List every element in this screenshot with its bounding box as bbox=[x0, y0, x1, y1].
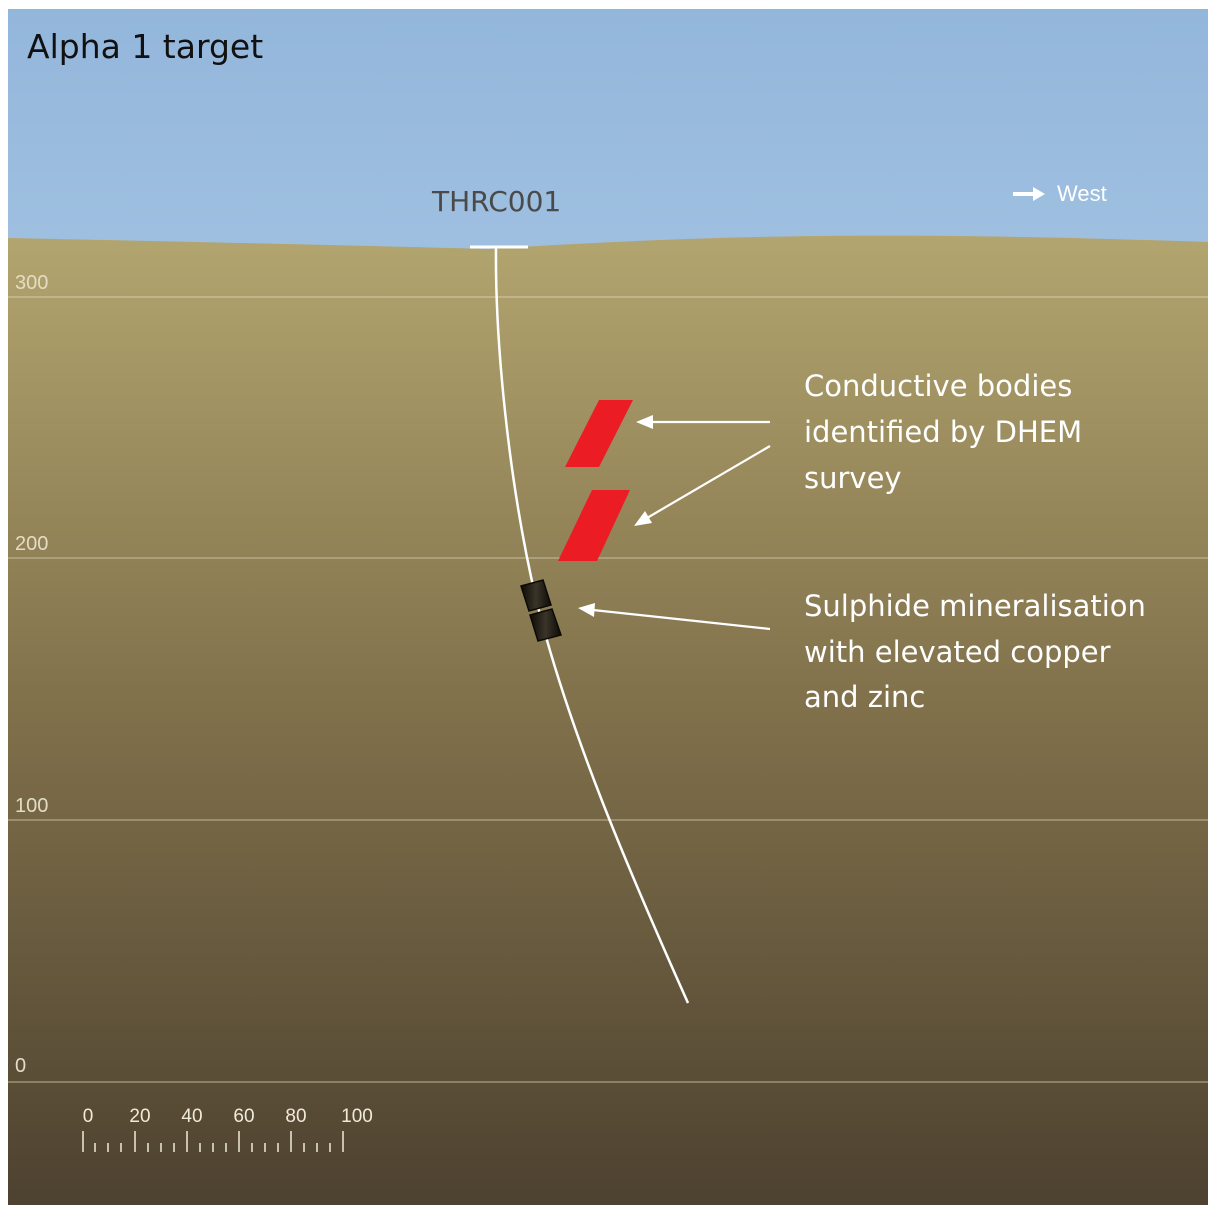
right-arrow-icon bbox=[1013, 187, 1045, 201]
depth-label-200: 200 bbox=[15, 533, 48, 555]
direction-indicator: West bbox=[1013, 181, 1107, 206]
cross-section-diagram: Alpha 1 target THRC001 West 300 200 100 … bbox=[8, 9, 1208, 1205]
scale-ticks bbox=[82, 1131, 344, 1152]
depth-label-100: 100 bbox=[15, 795, 48, 817]
depth-label-0: 0 bbox=[15, 1055, 26, 1077]
sulphide-annotation-line-3: and zinc bbox=[804, 680, 925, 714]
diagram-title: Alpha 1 target bbox=[27, 27, 263, 66]
conductive-body-lower bbox=[558, 490, 630, 561]
drillhole-label: THRC001 bbox=[431, 185, 561, 218]
conductor-annotation: Conductive bodies identified by DHEM sur… bbox=[804, 369, 1091, 495]
direction-label: West bbox=[1057, 181, 1107, 206]
ground bbox=[8, 235, 1208, 1205]
arrow-to-upper-conductor bbox=[636, 415, 770, 429]
scale-label-0: 0 bbox=[83, 1106, 94, 1127]
scale-bar: 0 20 40 60 80 100 bbox=[82, 1106, 373, 1152]
conductor-annotation-line-1: Conductive bodies bbox=[804, 369, 1072, 403]
scale-label-20: 20 bbox=[129, 1106, 150, 1127]
depth-label-300: 300 bbox=[15, 272, 48, 294]
scale-label-40: 40 bbox=[181, 1106, 202, 1127]
sulphide-annotation: Sulphide mineralisation with elevated co… bbox=[804, 589, 1155, 714]
conductor-annotation-line-2: identified by DHEM bbox=[804, 415, 1082, 449]
sulphide-annotation-line-1: Sulphide mineralisation bbox=[804, 589, 1146, 623]
sulphide-mineralisation-interval bbox=[520, 579, 562, 642]
scale-label-60: 60 bbox=[233, 1106, 254, 1127]
scale-label-80: 80 bbox=[285, 1106, 306, 1127]
arrow-to-lower-conductor bbox=[634, 445, 771, 526]
conductor-annotation-line-3: survey bbox=[804, 461, 902, 495]
conductive-body-upper bbox=[565, 400, 633, 467]
arrow-to-mineralisation bbox=[578, 603, 771, 631]
scale-label-100: 100 bbox=[341, 1106, 373, 1127]
sulphide-annotation-line-2: with elevated copper bbox=[804, 635, 1111, 669]
